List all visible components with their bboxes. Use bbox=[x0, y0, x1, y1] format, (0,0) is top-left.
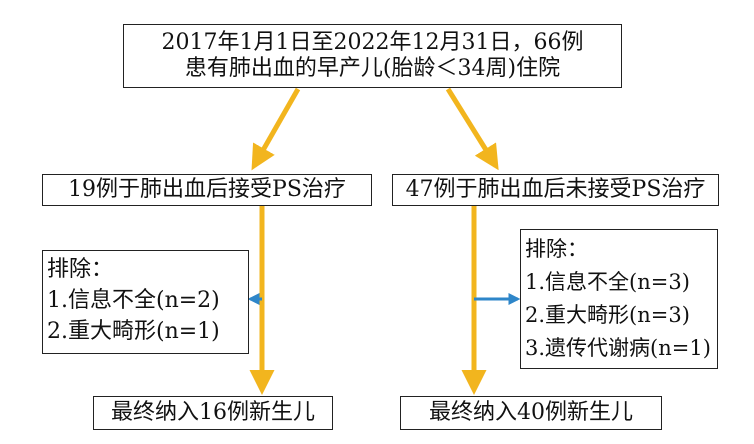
left-final-label: 最终纳入16例新生儿 bbox=[111, 400, 315, 425]
right-exclusion-title: 排除： bbox=[525, 237, 588, 261]
no-ps-label: 47例于肺出血后未接受PS治疗 bbox=[405, 177, 706, 202]
arrow-top-to-right-group bbox=[445, 87, 499, 171]
right-final-label: 最终纳入40例新生儿 bbox=[429, 400, 633, 425]
right-exclusion-item: 3.遗传代谢病(n=1) bbox=[525, 336, 711, 360]
node-right-exclusion: 排除： 1.信息不全(n=3) 2.重大畸形(n=3) 3.遗传代谢病(n=1) bbox=[520, 229, 718, 369]
left-exclusion-title: 排除： bbox=[47, 257, 114, 282]
arrow-top-to-left-group bbox=[251, 87, 301, 171]
right-exclusion-item: 2.重大畸形(n=3) bbox=[525, 303, 690, 327]
node-left-final: 最终纳入16例新生儿 bbox=[93, 396, 333, 430]
node-enrollment: 2017年1月1日至2022年12月31日，66例 患有肺出血的早产儿(胎龄＜3… bbox=[123, 24, 622, 88]
node-ps-treated-group: 19例于肺出血后接受PS治疗 bbox=[42, 174, 372, 206]
left-exclusion-item: 2.重大畸形(n=1) bbox=[47, 319, 220, 344]
enrollment-line2: 患有肺出血的早产儿(胎龄＜34周)住院 bbox=[184, 56, 561, 81]
ps-treated-label: 19例于肺出血后接受PS治疗 bbox=[68, 177, 346, 202]
node-right-final: 最终纳入40例新生儿 bbox=[400, 396, 662, 430]
right-exclusion-item: 1.信息不全(n=3) bbox=[525, 270, 690, 294]
node-no-ps-group: 47例于肺出血后未接受PS治疗 bbox=[392, 174, 719, 206]
left-exclusion-item: 1.信息不全(n=2) bbox=[47, 288, 220, 313]
node-left-exclusion: 排除： 1.信息不全(n=2) 2.重大畸形(n=1) bbox=[42, 250, 249, 354]
enrollment-line1: 2017年1月1日至2022年12月31日，66例 bbox=[161, 30, 584, 55]
